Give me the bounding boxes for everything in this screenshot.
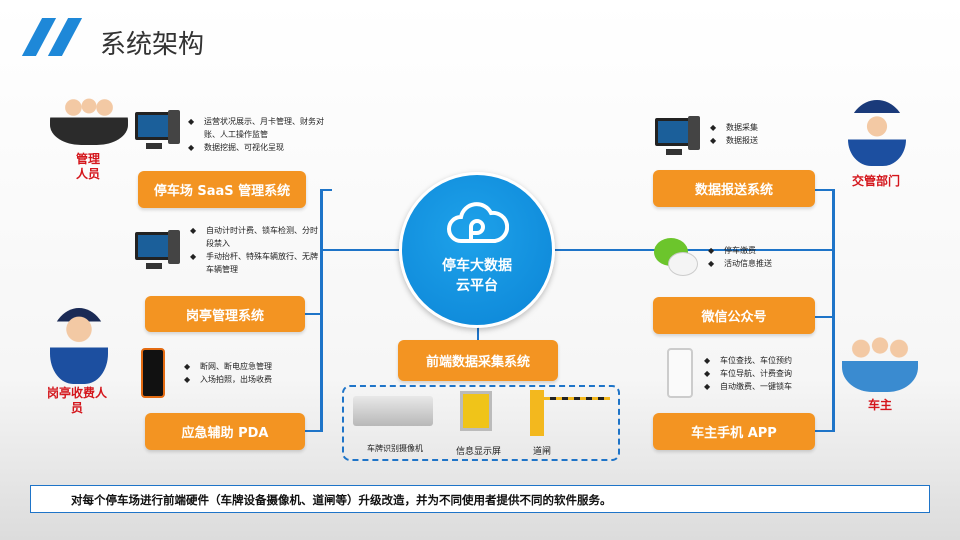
connector — [810, 316, 834, 318]
manager-label: 管理人员 — [75, 152, 100, 181]
wechat-box[interactable]: 微信公众号 — [653, 297, 815, 334]
computer-tower-icon — [688, 116, 700, 150]
connector — [554, 249, 834, 251]
cashier-label: 岗亭收费人员 — [46, 386, 107, 415]
connector — [304, 313, 322, 315]
report-features: 数据采集数据报送 — [710, 121, 790, 147]
pda-box[interactable]: 应急辅助 PDA — [145, 413, 305, 450]
camera-label: 车牌识别摄像机 — [367, 444, 423, 453]
display-screen-icon — [460, 391, 492, 431]
computer-tower-icon — [168, 110, 180, 144]
car-owner-people-icon — [842, 330, 918, 392]
cloud-platform-circle: 停车大数据 云平台 — [399, 172, 555, 328]
connector — [320, 189, 323, 432]
manager-people-icon — [50, 95, 128, 145]
booth-system-box[interactable]: 岗亭管理系统 — [145, 296, 305, 332]
barrier-gate-icon — [530, 390, 544, 436]
saas-features: 运营状况展示、月卡管理、财务对账、人工操作监管数据挖掘、可视化呈现 — [188, 115, 328, 154]
platform-subtitle: 云平台 — [456, 278, 498, 294]
traffic-police-icon — [848, 100, 906, 166]
cashier-icon — [50, 308, 108, 384]
app-box[interactable]: 车主手机 APP — [653, 413, 815, 450]
barrier-arm-icon — [544, 397, 610, 400]
camera-icon — [353, 396, 433, 426]
wechat-features: 停车缴费活动信息推送 — [708, 244, 808, 270]
traffic-dept-label: 交管部门 — [851, 174, 900, 188]
connector — [832, 189, 835, 432]
display-label: 信息显示屏 — [456, 447, 502, 457]
saas-system-box[interactable]: 停车场 SaaS 管理系统 — [138, 171, 306, 208]
report-system-box[interactable]: 数据报送系统 — [653, 170, 815, 207]
connector — [320, 189, 332, 191]
app-features: 车位查找、车位预约车位导航、计费查询自动缴费、一键锁车 — [704, 354, 814, 393]
connector — [810, 430, 834, 432]
booth-features: 自动计时计费、锁车检测、分时段禁入手动抬杆、特殊车辆放行、无牌车辆管理 — [190, 224, 318, 276]
platform-title: 停车大数据 — [442, 258, 512, 274]
page-title: 系统架构 — [100, 30, 205, 60]
connector — [304, 430, 322, 432]
footer-banner: 对每个停车场进行前端硬件（车牌设备摄像机、道闸等）升级改造，并为不同使用者提供不… — [30, 485, 930, 513]
computer-tower-icon — [168, 230, 180, 264]
connector — [477, 320, 479, 342]
computer-icon — [655, 118, 693, 155]
car-owner-label: 车主 — [867, 398, 892, 412]
connector — [810, 189, 834, 191]
wechat-icon-bubble — [668, 252, 698, 276]
pda-features: 断网、断电应急管理入场拍照，出场收费 — [184, 360, 304, 386]
connector — [320, 249, 402, 251]
gate-label: 道闸 — [533, 447, 552, 457]
pda-device-icon — [141, 348, 165, 398]
devices-group — [342, 385, 620, 461]
cloud-icon — [447, 202, 510, 243]
phone-icon — [667, 348, 693, 398]
front-collection-box[interactable]: 前端数据采集系统 — [398, 340, 558, 381]
